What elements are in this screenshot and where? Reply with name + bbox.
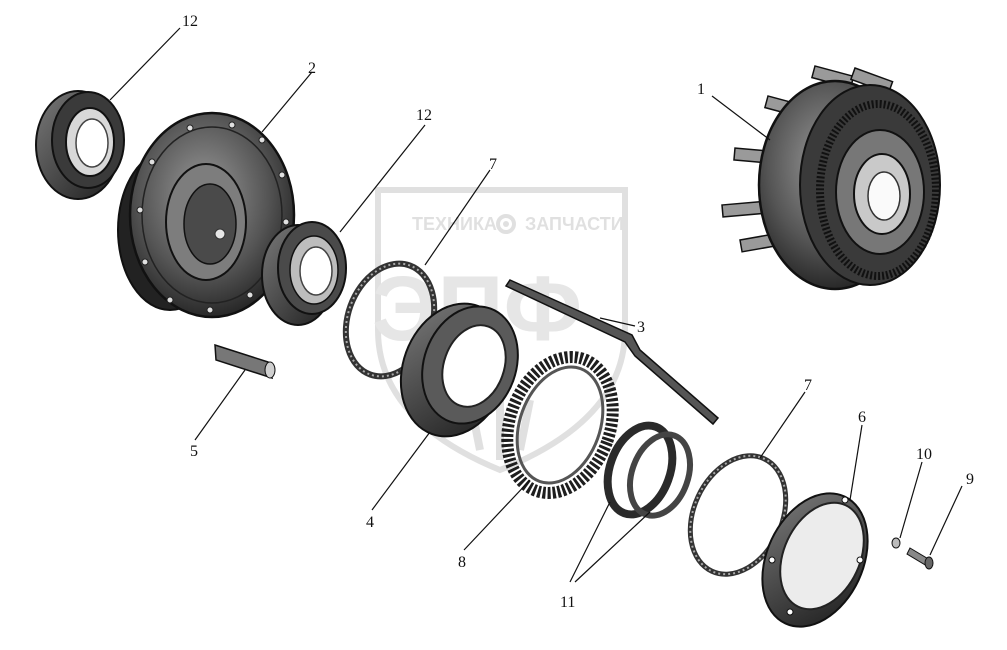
callout-4: 4 xyxy=(366,514,374,531)
cover xyxy=(761,492,869,628)
rings-pair xyxy=(603,421,693,519)
ring-gear xyxy=(501,351,619,499)
watermark-company: ТЕХНИКА xyxy=(412,214,497,234)
callout-7-lower: 7 xyxy=(804,377,812,394)
lock-plate xyxy=(504,279,720,426)
callout-12-left: 12 xyxy=(182,13,198,30)
wheel-hub-assembly xyxy=(721,65,941,291)
leader-lines xyxy=(109,27,963,583)
callout-2: 2 xyxy=(308,60,316,77)
callout-6: 6 xyxy=(858,409,866,426)
callout-1: 1 xyxy=(697,81,705,98)
callout-9: 9 xyxy=(966,471,974,488)
callout-10: 10 xyxy=(916,446,932,463)
gear-icon xyxy=(496,214,516,234)
washer xyxy=(891,537,901,549)
bolt xyxy=(906,547,934,570)
callout-11: 11 xyxy=(560,594,575,611)
watermark-company-2: ЗАПЧАСТИ xyxy=(525,214,624,234)
callout-7-upper: 7 xyxy=(489,156,497,173)
callout-8: 8 xyxy=(458,554,466,571)
stud xyxy=(214,343,276,380)
hub-housing xyxy=(117,111,296,319)
bearing-left xyxy=(35,90,125,200)
callout-3: 3 xyxy=(637,319,645,336)
callout-12-center: 12 xyxy=(416,107,432,124)
bearing-center xyxy=(261,221,347,326)
callout-5: 5 xyxy=(190,443,198,460)
seal-ring xyxy=(399,302,519,438)
